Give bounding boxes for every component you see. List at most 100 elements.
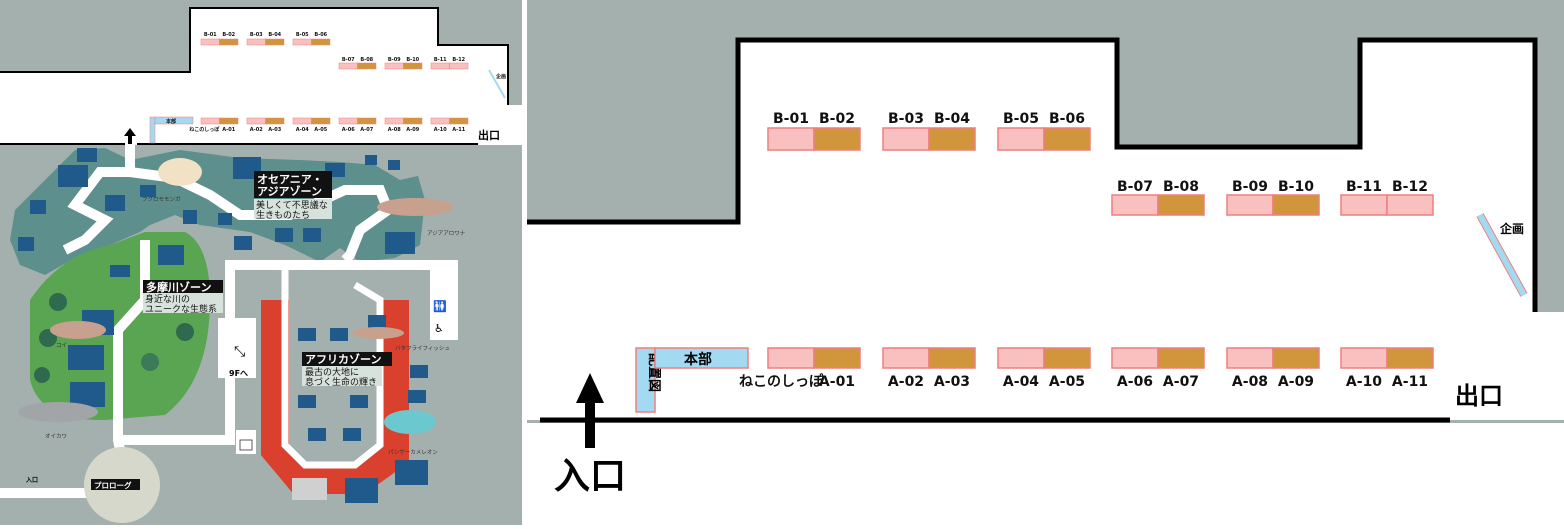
booth[interactable] [311, 117, 331, 125]
mini-entrance-arrow-icon [124, 128, 136, 144]
prologue-label: プロローグ [94, 480, 132, 490]
booth[interactable] [928, 347, 976, 369]
booth[interactable] [1272, 347, 1320, 369]
booth[interactable] [813, 347, 861, 369]
booth[interactable] [384, 62, 404, 70]
booth[interactable] [1340, 194, 1388, 216]
booth-label: B-11 [434, 57, 447, 63]
booth-label: A-08 [1232, 374, 1268, 390]
booth[interactable] [882, 127, 930, 151]
booth-label: A-04 [296, 127, 309, 133]
booth-label: A-05 [1049, 374, 1085, 390]
booth[interactable] [1111, 347, 1159, 369]
booth[interactable] [813, 127, 861, 151]
booth-label: A-09 [1278, 374, 1314, 390]
booth[interactable] [1272, 194, 1320, 216]
booth[interactable] [292, 38, 312, 46]
booth[interactable] [403, 117, 423, 125]
booth-label: A-07 [360, 127, 373, 133]
layout-board[interactable] [635, 347, 656, 413]
booth[interactable] [219, 38, 239, 46]
booth[interactable] [384, 117, 404, 125]
booth[interactable] [265, 117, 285, 125]
booth[interactable] [338, 117, 358, 125]
booth[interactable] [1386, 347, 1434, 369]
svg-text:美しくて不思議な: 美しくて不思議な [256, 199, 328, 211]
booth[interactable] [767, 127, 815, 151]
booth-label: B-02 [819, 111, 855, 127]
booth[interactable] [997, 347, 1045, 369]
booth-label: A-03 [268, 127, 281, 133]
booth[interactable] [449, 62, 469, 70]
booth[interactable] [357, 62, 377, 70]
booth[interactable] [1157, 194, 1205, 216]
booth[interactable] [265, 38, 285, 46]
booth[interactable] [1226, 347, 1274, 369]
booth-label: B-11 [1346, 179, 1382, 195]
booth[interactable] [1157, 347, 1205, 369]
booth[interactable] [200, 38, 220, 46]
booth[interactable] [311, 38, 331, 46]
booth[interactable] [430, 117, 450, 125]
booth[interactable] [1043, 127, 1091, 151]
booth[interactable] [767, 347, 815, 369]
booth[interactable] [246, 117, 266, 125]
booth[interactable] [403, 62, 423, 70]
booth-label: A-01 [819, 374, 855, 390]
booth[interactable] [1043, 347, 1091, 369]
booth[interactable] [219, 117, 239, 125]
booth[interactable] [928, 127, 976, 151]
booth-pair[interactable]: A-08 A-09 [1226, 347, 1320, 390]
headquarters-booth[interactable] [654, 347, 749, 369]
booth-label: ねこのしっぽ [189, 126, 220, 133]
booth[interactable] [449, 117, 469, 125]
svg-text:身近な川の: 身近な川の [145, 293, 190, 305]
mini-hall-wall [0, 7, 509, 105]
booth[interactable] [1386, 194, 1434, 216]
booth[interactable] [997, 127, 1045, 151]
svg-text:ユニークな生態系: ユニークな生態系 [145, 303, 217, 315]
booth-label: A-03 [934, 374, 970, 390]
booth[interactable] [882, 347, 930, 369]
booth[interactable] [338, 62, 358, 70]
arowana-icon [377, 198, 453, 216]
booth[interactable] [292, 117, 312, 125]
entrance-arrow-icon [576, 373, 604, 448]
booth[interactable] [1226, 194, 1274, 216]
animal-label: アジアアロワナ [427, 230, 466, 237]
booth[interactable] [246, 38, 266, 46]
hall-wall [527, 37, 1538, 312]
booth[interactable] [430, 62, 450, 70]
booth[interactable] [1111, 194, 1159, 216]
booth[interactable] [200, 117, 220, 125]
booth[interactable] [1340, 347, 1388, 369]
mini-hall-floor [0, 8, 522, 145]
entrance-label: 入口 [25, 477, 38, 484]
booth[interactable] [357, 117, 377, 125]
